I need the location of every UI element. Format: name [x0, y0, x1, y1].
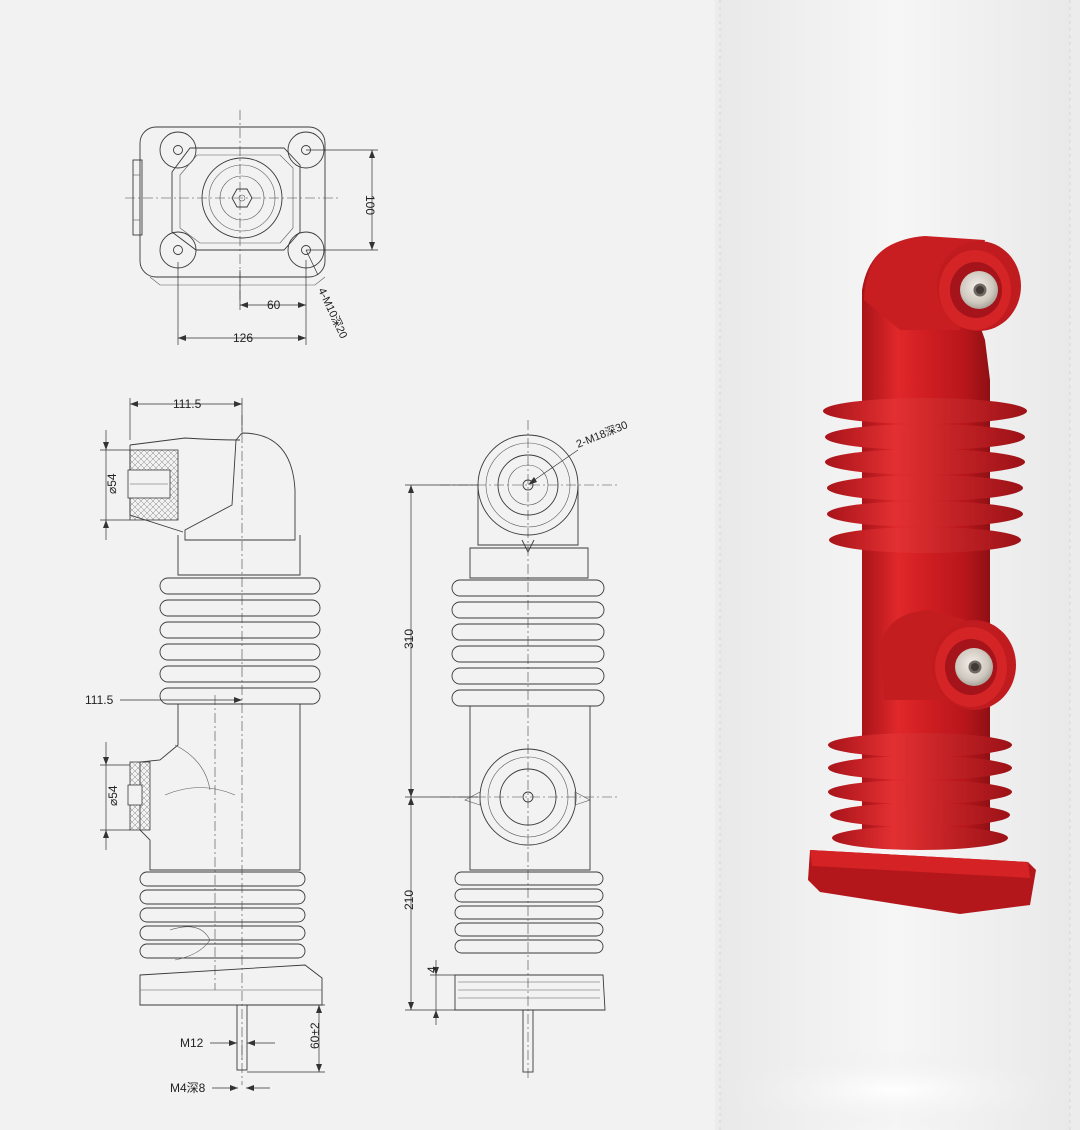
technical-drawing-panel	[0, 0, 715, 1130]
dim-d54-top-label: ⌀54	[105, 473, 119, 494]
side-view-drawing	[100, 398, 325, 1091]
dim-310-label: 310	[402, 629, 416, 649]
front-view-drawing	[405, 420, 618, 1080]
dim-60-tol-label: 60±2	[308, 1022, 322, 1049]
dim-210-label: 210	[402, 890, 416, 910]
upper-sheds	[823, 398, 1027, 553]
dim-1115-top-label: 111.5	[173, 397, 202, 411]
m4-label: M4深8	[170, 1081, 206, 1095]
dim-1115-mid-label: 111.5	[85, 693, 114, 707]
product-photo	[715, 0, 1075, 1130]
dim-d54-bottom-label: ⌀54	[106, 785, 120, 806]
dim-126-label: 126	[233, 331, 253, 345]
dim-100-label: 100	[363, 195, 377, 215]
dim-60-label: 60	[267, 298, 281, 312]
dim-4-label: 4	[425, 966, 439, 973]
top-view-drawing	[125, 110, 378, 345]
lower-sheds	[828, 733, 1012, 850]
m10-thread-label: 4-M10深20	[315, 286, 350, 341]
m18-thread-label: 2-M18深30	[574, 418, 629, 450]
m12-label: M12	[180, 1036, 204, 1050]
